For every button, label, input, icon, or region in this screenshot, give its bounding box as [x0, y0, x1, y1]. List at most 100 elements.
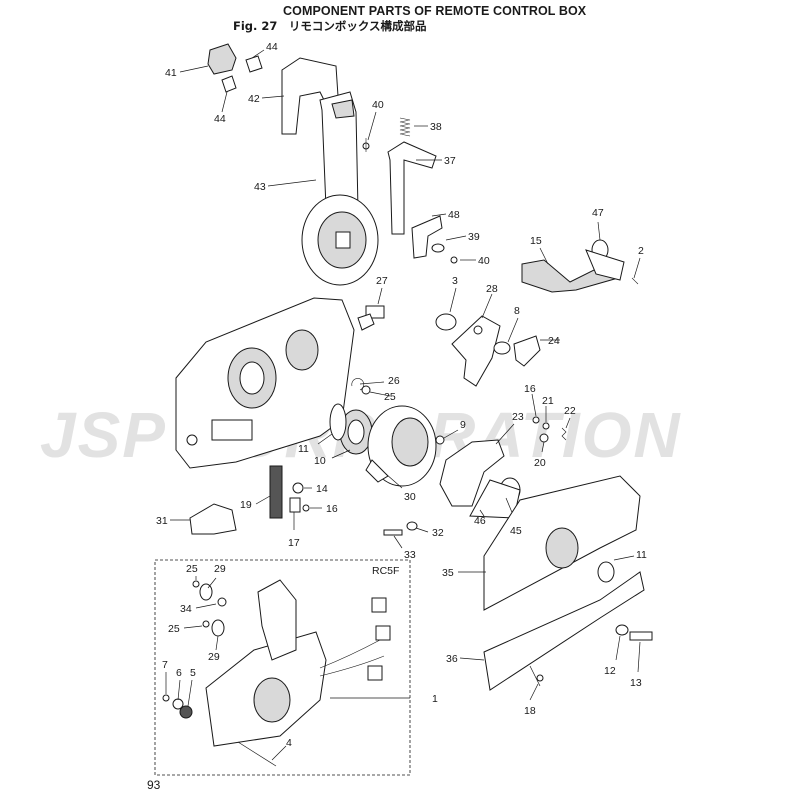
lever-bracket [387, 141, 437, 235]
callout-31: 31 [156, 515, 168, 527]
washer-8 [493, 341, 511, 355]
callout-23: 23 [512, 411, 524, 423]
callout-30: 30 [404, 491, 416, 503]
callout-48: 48 [448, 209, 460, 221]
kit-outline [154, 559, 411, 776]
o-ring-11b [597, 561, 615, 583]
screw-40b [450, 256, 458, 264]
callout-29-a: 29 [214, 563, 226, 575]
washer-39 [431, 243, 445, 253]
trim-switch-cover [207, 43, 263, 93]
callout-3: 3 [452, 275, 458, 287]
collar-20 [539, 433, 549, 443]
callout-labels: 41 44 44 42 40 38 37 43 48 39 40 47 15 2… [156, 41, 647, 749]
cable-bracket [189, 503, 237, 535]
callout-37: 37 [444, 155, 456, 167]
callout-32: 32 [432, 527, 444, 539]
callout-1: 1 [432, 693, 438, 705]
page-title: COMPONENT PARTS OF REMOTE CONTROL BOX [283, 4, 587, 18]
callout-44-top: 44 [266, 41, 278, 53]
callout-27: 27 [376, 275, 388, 287]
callout-35: 35 [442, 567, 454, 579]
mounting-plate [483, 571, 645, 691]
callout-8: 8 [514, 305, 520, 317]
callout-4: 4 [286, 737, 292, 749]
callout-36: 36 [446, 653, 458, 665]
callout-24: 24 [548, 335, 560, 347]
control-box-housing [175, 297, 355, 469]
callout-14: 14 [316, 483, 328, 495]
bolt-13 [629, 631, 653, 641]
o-ring-11 [329, 403, 347, 441]
callout-16-a: 16 [524, 383, 536, 395]
kit-label: RC5F [372, 565, 399, 577]
callout-11-a: 11 [298, 443, 309, 455]
callout-12: 12 [604, 665, 616, 677]
spring-38 [399, 117, 411, 137]
knob-29a [199, 583, 213, 601]
bolt-16b [302, 504, 310, 512]
washer-12 [615, 624, 629, 636]
callout-34: 34 [180, 603, 192, 615]
callout-33: 33 [404, 549, 416, 561]
callout-43: 43 [254, 181, 266, 193]
callout-2: 2 [638, 245, 644, 257]
callout-9: 9 [460, 419, 466, 431]
callout-42: 42 [248, 93, 260, 105]
knob-14 [292, 482, 304, 494]
roller-9 [435, 435, 445, 445]
callout-15: 15 [530, 235, 542, 247]
callout-45: 45 [510, 525, 522, 537]
callout-19: 19 [240, 499, 252, 511]
callout-29-b: 29 [208, 651, 220, 663]
knob-29b [211, 619, 225, 637]
callout-21: 21 [542, 395, 554, 407]
bolt-16a [532, 416, 540, 424]
callout-25-a: 25 [384, 391, 396, 403]
shift-pin [357, 305, 385, 331]
washer-32 [406, 521, 418, 531]
callout-26: 26 [388, 375, 400, 387]
screw-18 [536, 674, 544, 682]
callout-28: 28 [486, 283, 498, 295]
nut-34 [217, 597, 227, 607]
callout-40-bottom: 40 [478, 255, 490, 267]
ring-25b [192, 580, 200, 588]
ring-25 [361, 385, 371, 395]
rod-4 [237, 741, 277, 767]
callout-18: 18 [524, 705, 536, 717]
callout-46: 46 [474, 515, 486, 527]
bolt-33 [383, 529, 403, 549]
friction-pad [269, 465, 283, 519]
callout-41: 41 [165, 67, 177, 79]
side-cover [483, 475, 641, 611]
cap-5 [179, 705, 193, 719]
control-handle [281, 57, 379, 286]
throttle-link [439, 439, 521, 519]
callout-20: 20 [534, 457, 546, 469]
callout-7: 7 [162, 659, 168, 671]
callout-22: 22 [564, 405, 576, 417]
pin-21 [542, 422, 550, 430]
spring-22 [561, 427, 567, 441]
stopper-plate [411, 215, 443, 259]
callout-44-bottom: 44 [214, 113, 226, 125]
shift-cam [451, 315, 501, 387]
ring-25c [202, 620, 210, 628]
neutral-lever [521, 239, 625, 293]
callout-39: 39 [468, 231, 480, 243]
callout-13: 13 [630, 677, 642, 689]
callout-40-top: 40 [372, 99, 384, 111]
callout-10: 10 [314, 455, 326, 467]
page-number: 93 [147, 778, 161, 792]
screw-7 [162, 694, 170, 702]
figure-caption: Fig. 27 リモコンボックス構成部品 [233, 19, 427, 33]
callout-16-b: 16 [326, 503, 338, 515]
callout-25-c: 25 [168, 623, 180, 635]
callout-5: 5 [190, 667, 196, 679]
callout-38: 38 [430, 121, 442, 133]
callout-11-b: 11 [636, 549, 647, 561]
callout-47: 47 [592, 207, 604, 219]
detent-arm [513, 335, 541, 367]
bushing-3 [435, 313, 457, 331]
